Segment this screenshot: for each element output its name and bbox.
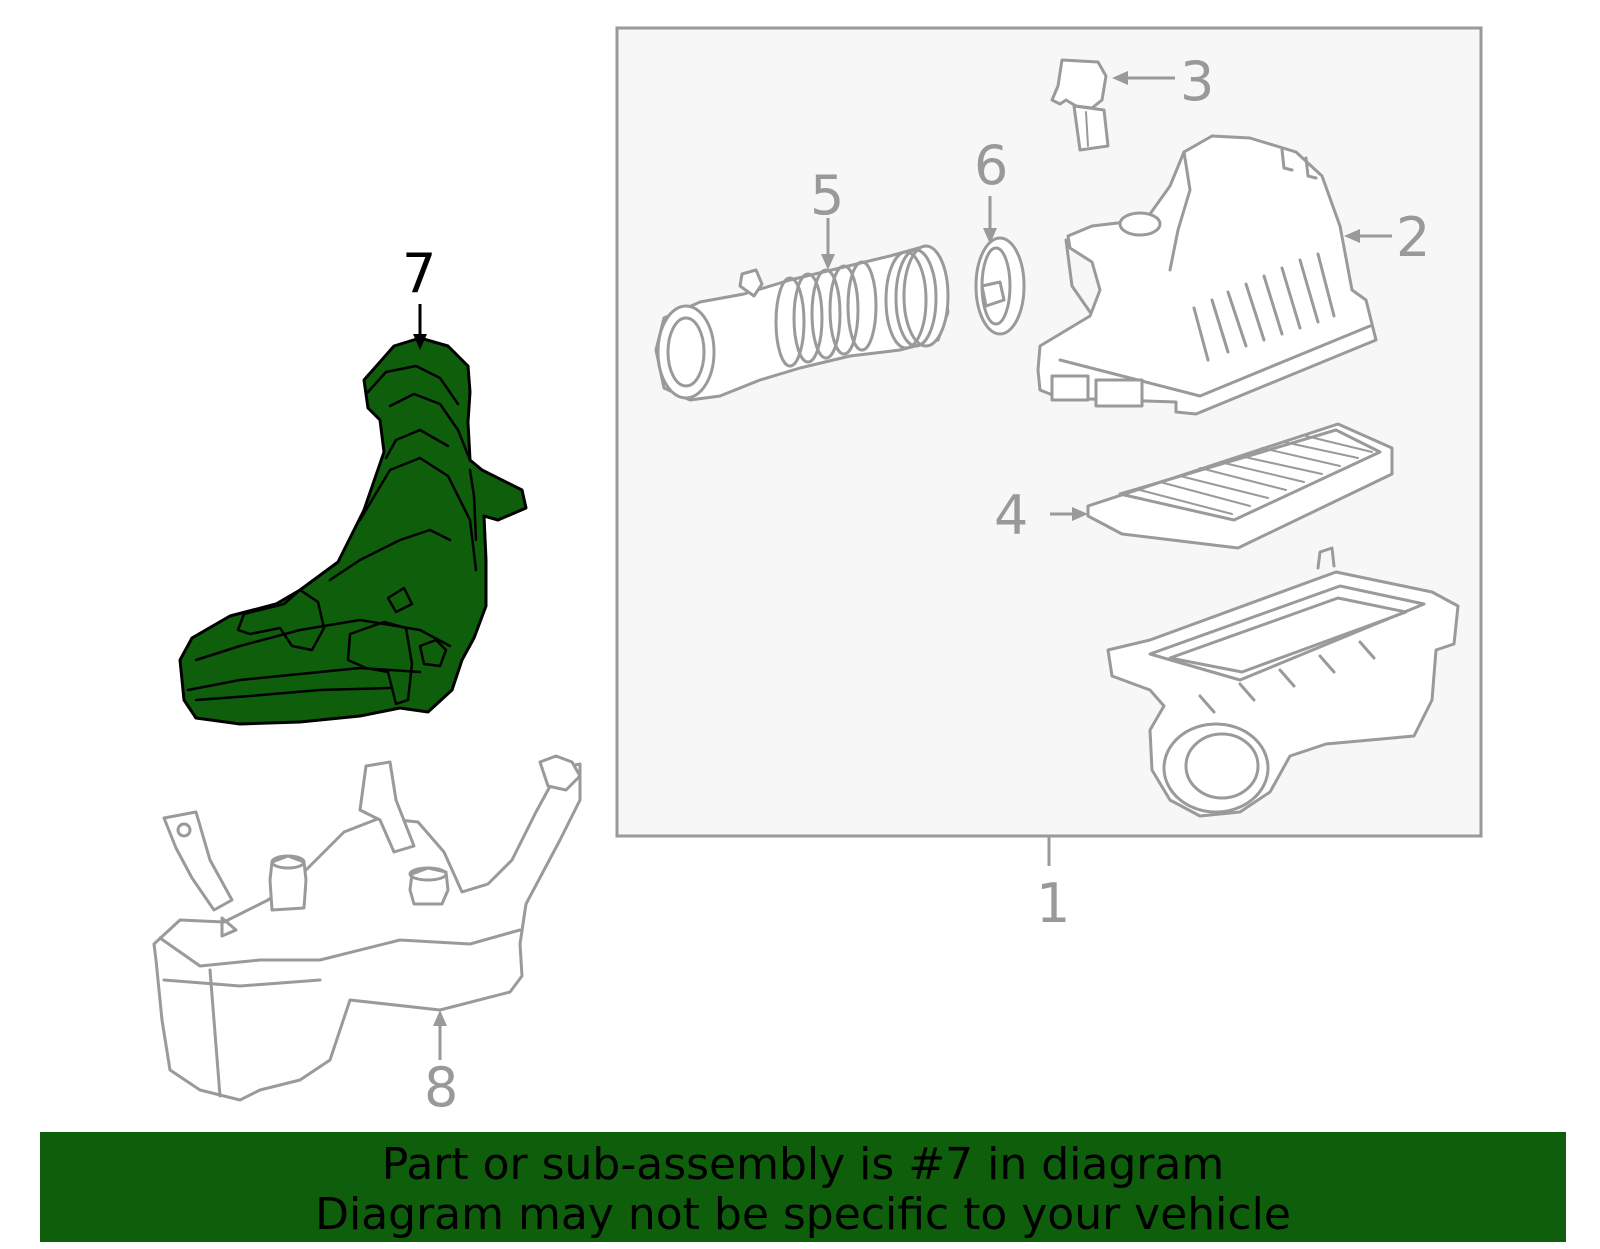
callout-6: 6 bbox=[974, 134, 1008, 197]
air-cleaner-case bbox=[1106, 546, 1460, 818]
callout-2: 2 bbox=[1396, 206, 1430, 269]
callout-5: 5 bbox=[810, 164, 844, 227]
info-banner: Part or sub-assembly is #7 in diagram Di… bbox=[40, 1132, 1566, 1242]
callout-3: 3 bbox=[1180, 50, 1214, 113]
arrow-5 bbox=[821, 254, 835, 270]
part-3-sensor bbox=[1050, 58, 1110, 152]
part-6-clamp bbox=[974, 236, 1026, 336]
callout-4: 4 bbox=[994, 484, 1028, 547]
arrow-7 bbox=[413, 334, 427, 350]
callout-7: 7 bbox=[402, 242, 436, 305]
arrow-2 bbox=[1344, 229, 1360, 243]
arrow-8 bbox=[433, 1010, 447, 1026]
arrow-4 bbox=[1072, 507, 1088, 521]
part-2-air-cleaner-cover bbox=[1036, 134, 1378, 416]
arrow-3 bbox=[1112, 71, 1128, 85]
part-7-intake-duct bbox=[178, 336, 528, 726]
banner-line-1: Part or sub-assembly is #7 in diagram bbox=[381, 1139, 1225, 1190]
part-5-intake-hose bbox=[654, 244, 950, 402]
banner-line-2: Diagram may not be specific to your vehi… bbox=[315, 1189, 1291, 1240]
arrow-6 bbox=[983, 228, 997, 244]
callout-1: 1 bbox=[1036, 872, 1070, 935]
callout-8: 8 bbox=[424, 1056, 458, 1119]
part-8-resonator bbox=[152, 754, 582, 1102]
part-4-filter-element bbox=[1086, 422, 1394, 550]
